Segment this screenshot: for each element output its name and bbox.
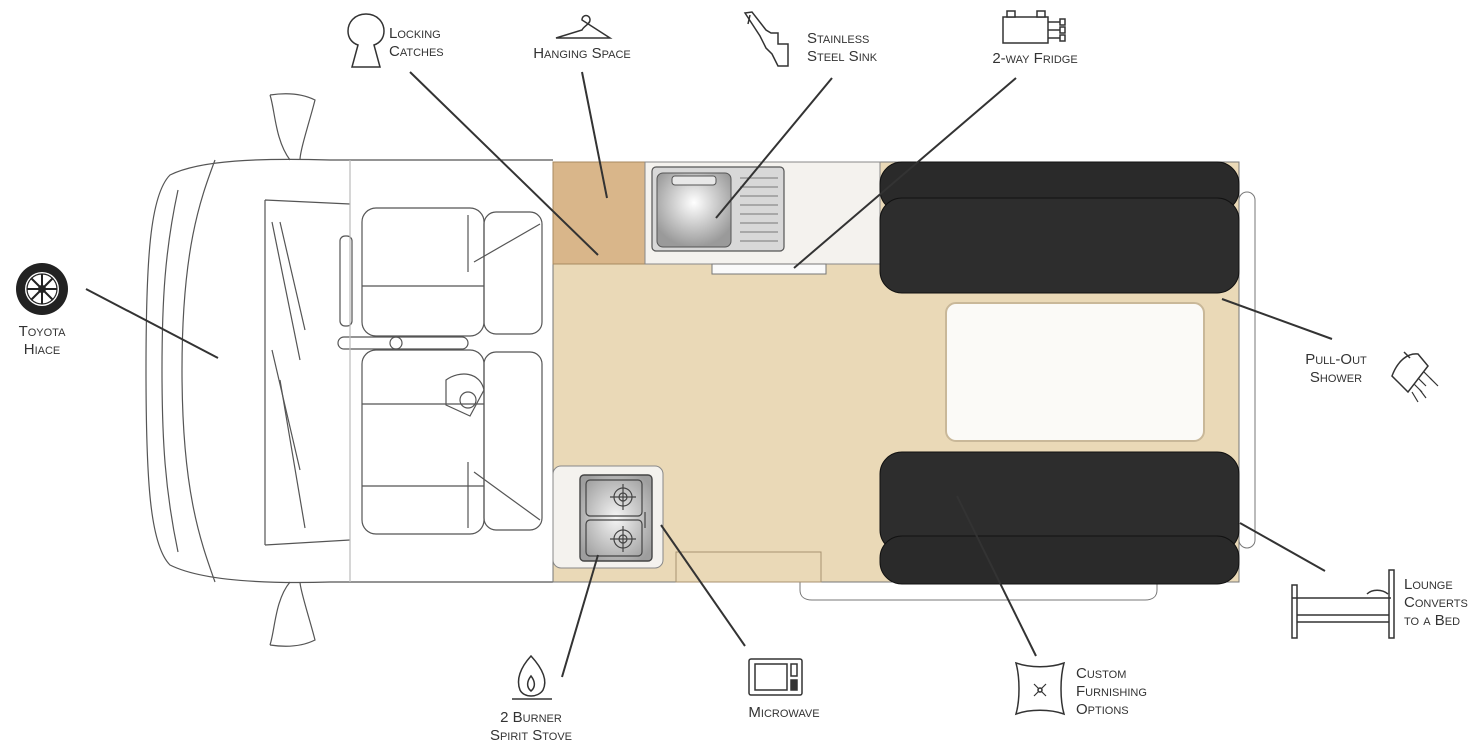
label-bed-line1: Lounge [1404, 576, 1453, 593]
lounge-cushion-top-seat [879, 197, 1240, 294]
label-furnishing-line2: Furnishing [1076, 683, 1147, 700]
label-stove-line2: Spirit Stove [489, 727, 573, 744]
label-custom-furnishing-options: Custom Furnishing Options [1076, 665, 1147, 719]
label-locking-line1: Locking [389, 25, 441, 42]
wheel-icon [16, 263, 68, 315]
label-2way-fridge: 2-way Fridge [982, 50, 1088, 68]
living-area [552, 161, 1256, 601]
burners [585, 479, 646, 557]
label-toyota-line2: Hiace [23, 341, 61, 358]
label-bed-line3: to a Bed [1404, 612, 1461, 629]
label-fridge-line1: 2-way Fridge [992, 50, 1078, 67]
label-pull-out-shower: Pull-Out Shower [1296, 351, 1376, 387]
hanging-space-cabinet [552, 161, 646, 265]
van-cab [145, 93, 553, 647]
bed-icon [1291, 569, 1395, 639]
tap-icon [743, 11, 789, 67]
rear-bumper-outline [1238, 191, 1256, 549]
cushion-icon [1014, 661, 1066, 716]
label-locking-line2: Catches [389, 43, 444, 60]
microwave-cabinet [675, 551, 822, 583]
label-stainless-steel-sink: Stainless Steel Sink [807, 30, 877, 66]
label-shower-line2: Shower [1309, 369, 1363, 386]
lounge-cushion-bottom-back [879, 535, 1240, 585]
label-furnishing-line1: Custom [1076, 665, 1127, 682]
tap [671, 175, 717, 186]
keyhole-icon [347, 13, 385, 68]
label-lounge-converts-to-bed: Lounge Converts to a Bed [1404, 576, 1468, 630]
label-2-burner-spirit-stove: 2 Burner Spirit Stove [478, 709, 584, 745]
flame-icon [512, 654, 552, 700]
label-toyota-line1: Toyota [18, 323, 66, 340]
label-hanging-line1: Hanging Space [533, 45, 631, 62]
stove [579, 474, 653, 562]
microwave-icon [748, 658, 803, 696]
callout-lines [85, 71, 1333, 678]
dining-table [945, 302, 1205, 442]
label-locking-catches: Locking Catches [389, 25, 444, 61]
label-microwave-line1: Microwave [748, 704, 820, 721]
label-sink-line1: Stainless [807, 30, 870, 47]
label-stove-line1: 2 Burner [500, 709, 562, 726]
label-sink-line2: Steel Sink [807, 48, 878, 65]
fridge-door [711, 263, 827, 275]
hanger-icon [555, 14, 613, 39]
sink-basin [656, 172, 732, 248]
label-furnishing-line3: Options [1076, 701, 1129, 718]
shower-head-icon [1391, 351, 1439, 403]
label-toyota-hiace: Toyota Hiace [4, 323, 80, 359]
side-step [799, 582, 1158, 601]
label-shower-line1: Pull-Out [1305, 351, 1367, 368]
label-microwave: Microwave [734, 704, 834, 722]
label-bed-line2: Converts [1404, 594, 1468, 611]
battery-fridge-icon [1002, 10, 1066, 44]
label-hanging-space: Hanging Space [526, 45, 638, 63]
drainboard [740, 177, 778, 242]
